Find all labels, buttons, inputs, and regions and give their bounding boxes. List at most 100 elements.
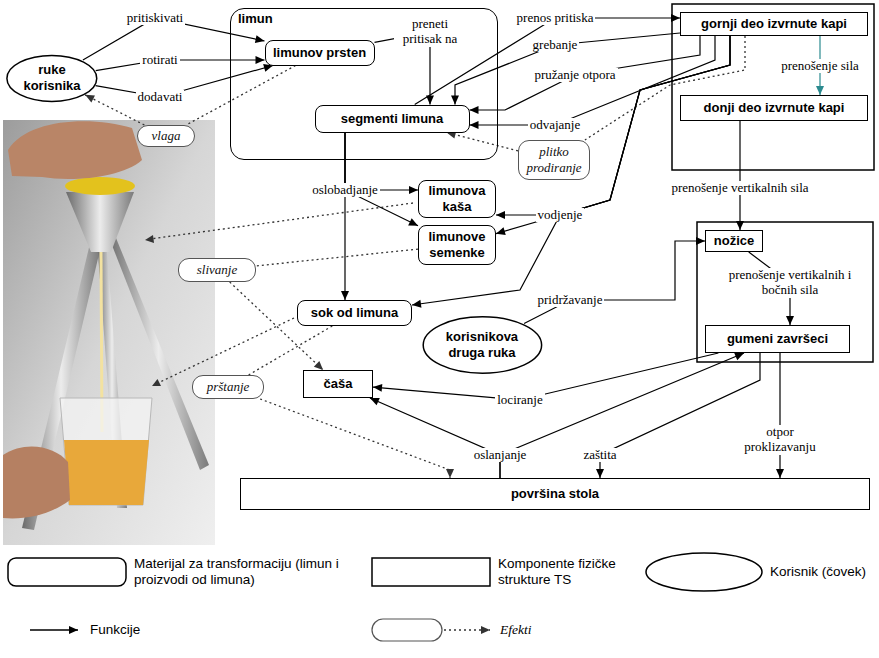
label-holder: prenošenje sila [779,59,861,74]
connector-line [260,399,450,478]
photo-ground [3,120,215,545]
arrow-head [152,379,161,386]
arrow-head [412,300,421,308]
function-label: prenošenje vertikalnih sila [669,181,810,196]
cap-frame [672,4,874,170]
legend-sample [372,619,490,641]
node-label: limunov prsten [270,45,370,61]
connector-line [96,60,265,71]
legend-sample [30,626,78,634]
label-holder: lociranje [495,393,544,408]
node-label: segmenti limuna [320,111,465,127]
hand [8,121,142,179]
arrow-head [409,186,418,194]
connector-line [447,133,518,151]
connector-line [412,36,730,305]
node-label: slivanje [185,262,249,278]
arrow-head [734,353,744,360]
label-holder: rotirati [140,53,179,68]
node-label: donji deo izvrnute kapi [685,100,863,116]
hand [3,446,70,518]
arrow-head [481,626,490,634]
legend-sample [8,558,126,586]
ellipse-shape [7,55,97,101]
function-arrow [345,133,418,226]
effect-arrow [249,326,333,375]
arrow-head [256,56,265,64]
function-label: rotirati [140,53,179,68]
effect-arrow [256,249,418,266]
arrow-head [145,235,154,243]
connector-line [249,326,333,375]
function-arrow [373,353,718,400]
connector-line [455,33,680,105]
arrow-head [451,96,459,105]
legend-label: Funkcije [90,622,190,638]
label-holder: zaštita [581,448,618,463]
node-label: prštanje [199,379,257,395]
connector-line [739,121,740,230]
function-arrow [370,398,500,478]
label-holder: prenos pritiska [515,11,596,26]
arrow-head [69,626,78,634]
material-box: limunove semenke [418,225,496,265]
legend-holder: Efekti [500,622,580,638]
label-holder: vodjenje [536,208,585,223]
connector-line [345,133,418,226]
effect-pill: prštanje [192,375,264,399]
connector-line [344,133,345,301]
label-holder: pritiskivati [125,11,185,26]
function-arrow [451,33,680,105]
node-label: limunova kaša [423,183,491,214]
function-label: prenos pritiska [515,11,596,26]
function-label: grebanje [531,38,580,53]
function-label: prenošenje vertikalnih i bočnih sila [724,268,856,298]
connector-line [496,36,730,234]
arrow-head [470,106,479,114]
label-holder: oslobadjanje [310,183,380,198]
lemon [65,177,135,195]
structure-box: čaša [303,370,373,398]
function-arrow [776,353,784,478]
arrow-head [696,237,705,245]
user-ellipse: korisnikova druga ruka [422,315,543,375]
material-box: segmenti limuna [315,105,470,133]
function-label: vodjenje [536,208,585,223]
label-holder: preneti pritisak na [394,17,466,47]
juicer-head [66,192,134,252]
structure-box: gumeni završeci [705,325,850,353]
legend-label: Komponente fizičke strukture TS [498,556,648,588]
function-label: oslobadjanje [310,183,380,198]
node-label: nožice [710,233,758,249]
label-holder: odvajanje [528,118,583,133]
connector-line [524,241,705,324]
structure-box: gornji deo izvrnute kapi [680,12,868,36]
connector-line [779,353,780,478]
ellipse-shape [423,317,541,373]
node-label: čaša [308,376,368,392]
arrow-head [255,35,265,43]
label-holder: otpor proklizavanju [733,425,828,455]
effect-pill: slivanje [178,258,256,282]
arrow-head [736,221,744,230]
effect-arrow [230,282,323,370]
label-holder: prenošenje vertikalnih i bočnih sila [724,268,856,298]
connector-line [230,282,323,370]
connector-line [500,353,744,478]
user-ellipse: ruke korisnika [6,54,98,103]
function-label: pritiskivati [125,11,185,26]
legend-label: Efekti [500,622,580,638]
connector-line [585,36,745,140]
effect-arrow [585,36,745,140]
material-box: sok od limuna [297,300,412,326]
arrow-head [596,469,604,478]
arrow-head [470,121,479,129]
node-label: limunove semenke [423,229,491,260]
dotted-line [158,318,294,383]
effect-pill: vlaga [137,125,195,147]
glass [60,398,152,505]
label-holder: prenošenje vertikalnih sila [669,181,810,196]
